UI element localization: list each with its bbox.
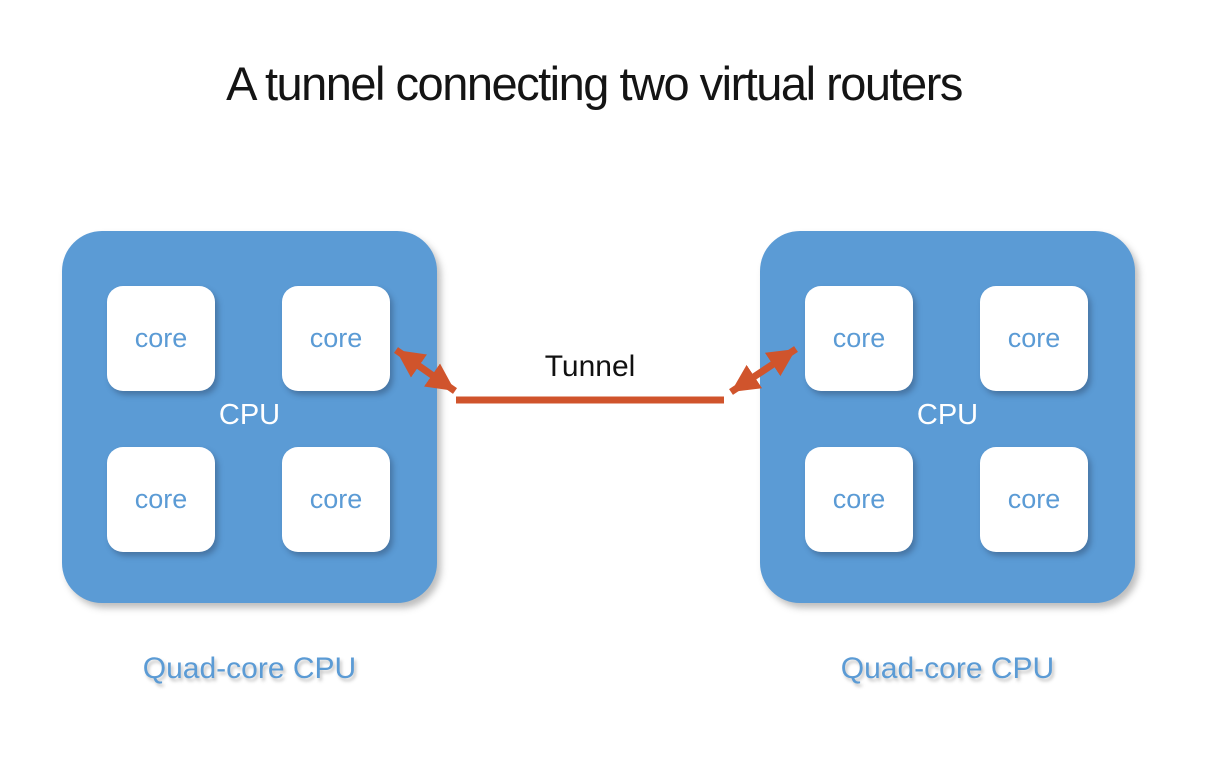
slide-title: A tunnel connecting two virtual routers — [226, 57, 963, 110]
right-core-bottom-left: core — [805, 447, 913, 552]
core-label: core — [832, 323, 886, 353]
core-label: core — [309, 323, 363, 353]
core-label: core — [134, 323, 188, 353]
left-cpu-block: core core core core CPU — [62, 231, 437, 603]
left-core-top-right: core — [282, 286, 390, 391]
right-core-bottom-right: core — [980, 447, 1088, 552]
core-label: core — [832, 484, 886, 514]
right-cpu-caption: Quad-core CPU — [840, 652, 1055, 685]
right-core-top-right: core — [980, 286, 1088, 391]
left-core-bottom-left: core — [107, 447, 215, 552]
left-core-top-left: core — [107, 286, 215, 391]
left-cpu-caption: Quad-core CPU — [142, 652, 357, 685]
left-core-bottom-right: core — [282, 447, 390, 552]
tunnel-label: Tunnel — [544, 350, 636, 383]
core-label: core — [1007, 323, 1061, 353]
core-label: core — [309, 484, 363, 514]
core-label: core — [134, 484, 188, 514]
right-cpu-label: CPU — [916, 399, 979, 431]
core-label: core — [1007, 484, 1061, 514]
left-cpu-label: CPU — [218, 399, 281, 431]
right-core-top-left: core — [805, 286, 913, 391]
right-cpu-block: core core core core CPU — [760, 231, 1135, 603]
